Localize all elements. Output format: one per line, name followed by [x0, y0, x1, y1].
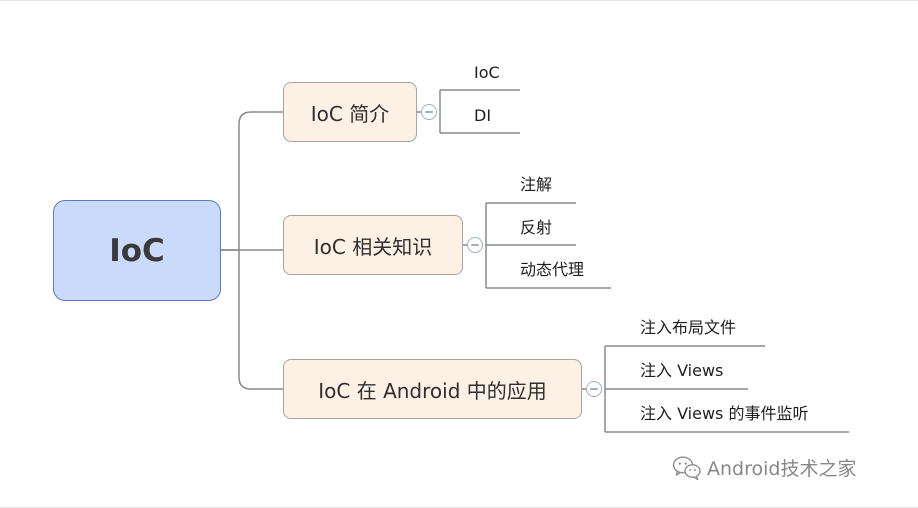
branch-node-android-usage[interactable]: IoC 在 Android 中的应用 — [283, 359, 582, 419]
branch-label-intro: IoC 简介 — [310, 101, 390, 126]
connector-root-branch-3 — [238, 250, 283, 390]
leaf-ioc[interactable]: IoC — [474, 63, 500, 82]
leaf-inject-layout[interactable]: 注入布局文件 — [640, 318, 737, 337]
branch-node-intro[interactable]: IoC 简介 — [283, 82, 417, 142]
minus-icon — [425, 111, 433, 113]
branch-label-android-usage: IoC 在 Android 中的应用 — [318, 378, 547, 403]
minus-icon — [590, 388, 598, 390]
leaf-di[interactable]: DI — [474, 106, 492, 125]
leaf-annotation[interactable]: 注解 — [520, 175, 553, 194]
collapse-toggle-knowledge[interactable] — [467, 237, 483, 253]
leaf-inject-views[interactable]: 注入 Views — [640, 361, 724, 380]
watermark: Android技术之家 — [672, 454, 856, 481]
leaf-inject-view-events[interactable]: 注入 Views 的事件监听 — [640, 404, 809, 423]
minus-icon — [471, 244, 479, 246]
wechat-icon — [672, 455, 701, 480]
collapse-toggle-android-usage[interactable] — [586, 381, 602, 397]
connector-root-branch-1 — [221, 111, 283, 251]
root-label: IoC — [109, 232, 165, 269]
leaf-dynamic-proxy[interactable]: 动态代理 — [520, 260, 585, 279]
collapse-toggle-intro[interactable] — [421, 104, 437, 120]
watermark-text: Android技术之家 — [707, 458, 857, 480]
branch-node-knowledge[interactable]: IoC 相关知识 — [283, 215, 463, 275]
top-border — [0, 0, 918, 1]
leaf-reflection[interactable]: 反射 — [520, 218, 553, 237]
branch-label-knowledge: IoC 相关知识 — [313, 234, 433, 259]
root-node[interactable]: IoC — [53, 200, 221, 301]
